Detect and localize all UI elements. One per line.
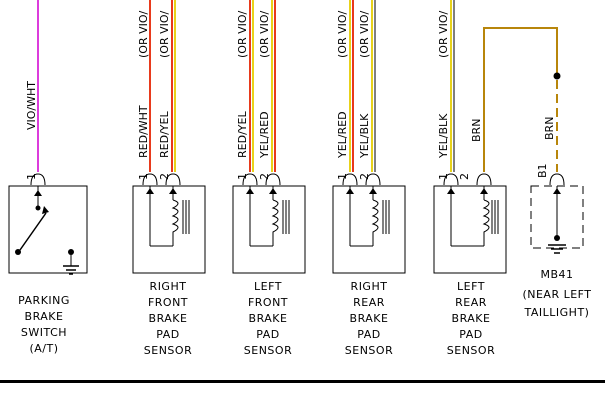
- svg-text:(NEAR LEFT: (NEAR LEFT: [522, 288, 591, 301]
- svg-text:PAD: PAD: [256, 328, 279, 341]
- label-or-vio: (OR VIO/: [258, 10, 271, 58]
- svg-text:REAR: REAR: [353, 296, 385, 309]
- svg-text:BRAKE: BRAKE: [149, 312, 188, 325]
- label-vio-wht: VIO/WHT: [25, 81, 38, 130]
- pin-number: 1: [137, 173, 150, 180]
- label-brn: BRN: [543, 117, 556, 140]
- label-or-vio: (OR VIO/: [358, 10, 371, 58]
- parking-brake-switch: [8, 185, 88, 275]
- svg-text:RIGHT: RIGHT: [150, 280, 187, 293]
- label-or-vio: (OR VIO/: [158, 10, 171, 58]
- svg-text:SENSOR: SENSOR: [244, 344, 292, 357]
- svg-text:PARKING: PARKING: [18, 294, 70, 307]
- svg-text:RIGHT: RIGHT: [351, 280, 388, 293]
- pin-number: 1: [25, 173, 38, 180]
- svg-text:SWITCH: SWITCH: [21, 326, 67, 339]
- label-or-vio: (OR VIO/: [236, 10, 249, 58]
- svg-text:SENSOR: SENSOR: [144, 344, 192, 357]
- splice-dot: [553, 72, 561, 80]
- sensor-rr: [332, 185, 406, 274]
- svg-text:(A/T): (A/T): [29, 342, 58, 355]
- component-lr-label: LEFT REAR BRAKE PAD SENSOR: [447, 280, 495, 357]
- svg-text:REAR: REAR: [455, 296, 487, 309]
- svg-text:BRAKE: BRAKE: [452, 312, 491, 325]
- svg-text:BRAKE: BRAKE: [25, 310, 64, 323]
- svg-text:LEFT: LEFT: [457, 280, 485, 293]
- svg-text:FRONT: FRONT: [248, 296, 288, 309]
- wire-brn-lr: [483, 27, 558, 172]
- label-red-yel: RED/YEL: [236, 111, 249, 158]
- svg-text:SENSOR: SENSOR: [447, 344, 495, 357]
- svg-text:PAD: PAD: [459, 328, 482, 341]
- svg-text:SENSOR: SENSOR: [345, 344, 393, 357]
- svg-text:FRONT: FRONT: [148, 296, 188, 309]
- pin-number: 2: [258, 173, 271, 180]
- svg-text:PAD: PAD: [156, 328, 179, 341]
- svg-text:MB41: MB41: [540, 268, 573, 281]
- component-parking-label: PARKING BRAKE SWITCH (A/T): [18, 294, 70, 355]
- pin-number: B1: [536, 163, 549, 178]
- label-yel-blk: YEL/BLK: [358, 113, 371, 159]
- pin-number: 1: [437, 173, 450, 180]
- sensor-rf: [132, 185, 206, 274]
- label-red-wht: RED/WHT: [137, 105, 150, 158]
- svg-text:LEFT: LEFT: [254, 280, 282, 293]
- bottom-rule: [0, 380, 605, 383]
- component-lf-label: LEFT FRONT BRAKE PAD SENSOR: [244, 280, 292, 357]
- pin-number: 2: [358, 173, 371, 180]
- sensor-lr: [433, 185, 507, 274]
- label-brn: BRN: [470, 119, 483, 142]
- label-or-vio: (OR VIO/: [336, 10, 349, 58]
- svg-text:BRAKE: BRAKE: [249, 312, 288, 325]
- label-or-vio: (OR VIO/: [137, 10, 150, 58]
- label-yel-red: YEL/RED: [258, 111, 271, 159]
- connector-arcs: [30, 173, 565, 186]
- pin-number: 2: [458, 173, 471, 180]
- component-mb41-label: MB41 (NEAR LEFT TAILLIGHT): [522, 268, 591, 319]
- svg-text:TAILLIGHT): TAILLIGHT): [524, 306, 590, 319]
- component-rr-label: RIGHT REAR BRAKE PAD SENSOR: [345, 280, 393, 357]
- pin-number: 1: [336, 173, 349, 180]
- svg-text:PAD: PAD: [357, 328, 380, 341]
- pin-number: 2: [158, 173, 171, 180]
- label-yel-red: YEL/RED: [336, 111, 349, 159]
- component-rf-label: RIGHT FRONT BRAKE PAD SENSOR: [144, 280, 192, 357]
- label-or-vio: (OR VIO/: [437, 10, 450, 58]
- pin-number: 1: [236, 173, 249, 180]
- mb41-ground: [530, 185, 584, 254]
- pin-labels: 1 1 2 1 2 1 2 1 2 B1: [25, 163, 549, 180]
- label-red-yel: RED/YEL: [158, 111, 171, 158]
- label-yel-blk: YEL/BLK: [437, 113, 450, 159]
- svg-text:BRAKE: BRAKE: [350, 312, 389, 325]
- sensor-lf: [232, 185, 306, 274]
- wire-labels: VIO/WHT RED/WHT (OR VIO/ RED/YEL (OR VIO…: [25, 10, 556, 159]
